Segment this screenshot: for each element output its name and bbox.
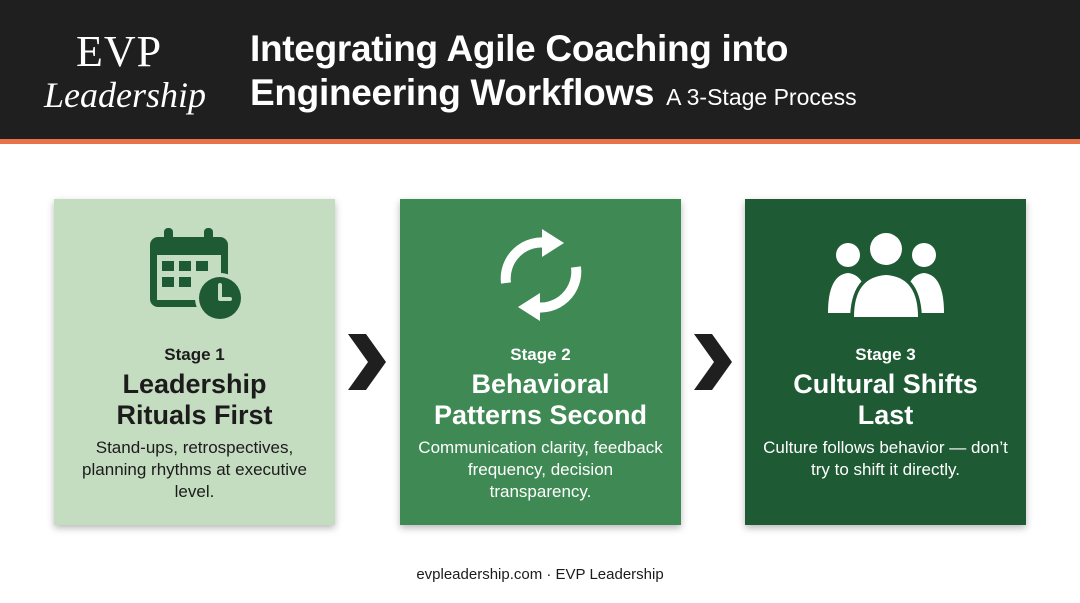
stage-title-line-1: Cultural Shifts [793, 369, 978, 399]
page-subtitle: A 3-Stage Process [666, 84, 857, 110]
stage-description: Communication clarity, feedback frequenc… [418, 438, 663, 501]
stage-card-3: Stage 3 Cultural Shifts Last Culture fol… [745, 199, 1026, 525]
stage-title-line-2: Rituals First [116, 400, 273, 430]
stage-card-1: Stage 1 Leadership Rituals First Stand-u… [54, 199, 335, 525]
stage-title-line-2: Patterns Second [433, 400, 648, 430]
stage-card-2: Stage 2 Behavioral Patterns Second Commu… [400, 199, 681, 525]
chevron-right-icon [694, 334, 732, 390]
header-bar [0, 0, 1080, 139]
stage-description: Culture follows behavior — don’t try to … [763, 438, 1008, 479]
calendar-clock-icon [54, 225, 335, 325]
stage-title: Leadership Rituals First [64, 369, 325, 431]
stage-title: Cultural Shifts Last [755, 369, 1016, 431]
stage-title: Behavioral Patterns Second [410, 369, 671, 431]
stage-title-line-1: Leadership [122, 369, 267, 399]
title-line-1: Integrating Agile Coaching into [250, 28, 789, 69]
title-line-2-text: Engineering Workflows [250, 72, 655, 113]
brand-logo: EVP Leadership [44, 27, 214, 115]
people-group-icon [745, 225, 1026, 325]
stage-label: Stage 3 [855, 345, 916, 364]
page-title: Integrating Agile Coaching into Engineer… [250, 27, 857, 119]
footer-credit: evpleadership.com · EVP Leadership [416, 566, 664, 583]
chevron-right-icon [348, 334, 386, 390]
stage-label: Stage 2 [510, 345, 571, 364]
stage-description: Stand-ups, retrospectives, planning rhyt… [82, 438, 307, 501]
logo-evp-text: EVP [75, 27, 163, 76]
logo-leadership-text: Leadership [44, 75, 206, 115]
stage-title-line-1: Behavioral [471, 369, 610, 399]
stage-title-line-2: Last [857, 400, 914, 430]
title-line-2: Engineering Workflows A 3-Stage Process [250, 71, 857, 119]
refresh-cycle-icon [400, 225, 681, 325]
stage-label: Stage 1 [164, 345, 225, 364]
accent-divider [0, 139, 1080, 144]
